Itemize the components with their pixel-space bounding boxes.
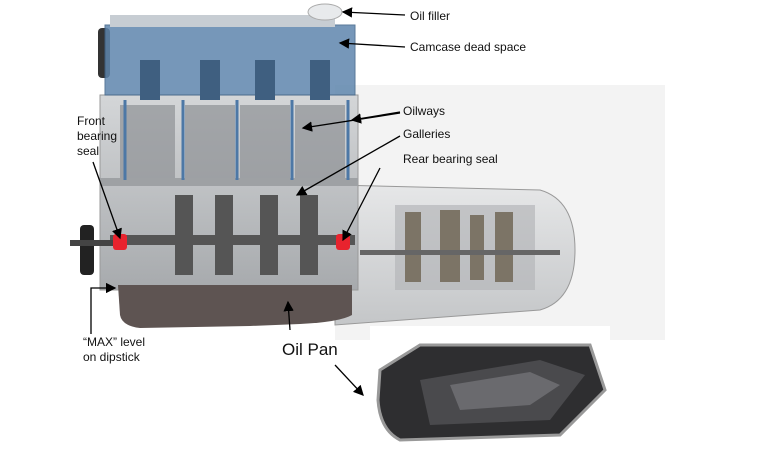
label-line: Front [77,114,106,128]
crankshaft [110,195,355,275]
oil-pan-section [118,285,352,328]
pulley [80,225,94,275]
rear-bearing-seal [336,234,350,250]
label-oil-pan: Oil Pan [282,340,338,359]
label-front-bearing-seal: Front bearing seal [77,114,117,159]
label-oilways: Oilways [403,104,446,118]
label-line: bearing [77,129,118,143]
oilways [123,100,350,180]
oil-pan-photo [370,326,610,446]
label-rear-bearing-seal: Rear bearing seal [403,152,498,166]
label-line: seal [77,144,100,158]
leader-arrows [90,7,406,396]
label-camcase-dead-space: Camcase dead space [410,40,527,54]
label-galleries: Galleries [403,127,451,141]
label-line: “MAX” level [83,335,146,349]
label-oil-filler: Oil filler [410,9,451,23]
oil-filler-cap [307,3,343,21]
transmission [334,184,576,326]
label-max-level: “MAX” level on dipstick [83,335,145,365]
label-line: on dipstick [83,350,140,364]
